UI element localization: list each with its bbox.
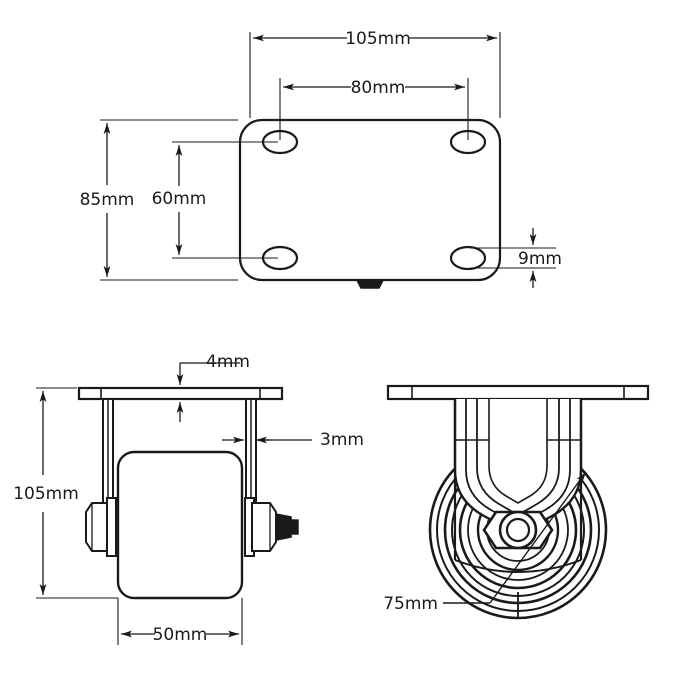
dimension-bolt-spacing-horizontal: 80mm	[279, 78, 469, 140]
yoke-lower-sweep	[454, 559, 582, 573]
bolt-slot-bottom-right	[449, 245, 487, 271]
dimension-label-wheel-width: 50mm	[153, 625, 208, 645]
axle-thread-tip	[288, 519, 299, 535]
axle-bolt-right	[244, 497, 299, 557]
top-plate-view: 105mm 80mm 85mm 60mm	[80, 29, 562, 289]
dimension-label-plate-length: 105mm	[345, 29, 411, 49]
wheel-body-side	[116, 450, 244, 600]
axle-bolt-left	[85, 497, 117, 557]
dimension-plate-width: 85mm	[80, 119, 238, 281]
axle-thread-stub	[275, 513, 292, 541]
dimension-label-wheel-diameter: 75mm	[383, 594, 438, 614]
wheel-highlight-side	[123, 451, 137, 457]
front-top-plate	[386, 384, 650, 401]
yoke-profile-4	[488, 399, 548, 504]
axle-bolt-right-hex	[251, 502, 277, 552]
dimension-wheel-diameter: 75mm	[383, 471, 587, 614]
dimension-slot-height: 9mm	[470, 228, 562, 288]
dimension-leg-thickness: 3mm	[222, 430, 364, 450]
dimension-label-leg-thickness: 3mm	[320, 430, 364, 450]
dimension-label-bolt-spacing-vertical: 60mm	[152, 189, 207, 209]
front-elevation-view: 75mm	[383, 384, 650, 620]
plate-center-tab	[355, 279, 385, 289]
dimension-label-plate-thickness: 4mm	[206, 352, 250, 372]
hub-nut-front	[482, 510, 554, 550]
dimension-plate-thickness: 4mm	[176, 352, 250, 422]
dimension-label-plate-width: 85mm	[80, 190, 135, 210]
dimension-wheel-width: 50mm	[117, 598, 243, 645]
dimension-label-bolt-spacing-horizontal: 80mm	[351, 78, 406, 98]
dimension-label-overall-height: 105mm	[13, 484, 79, 504]
hub-axle-bore	[505, 517, 531, 543]
side-top-plate	[77, 386, 284, 401]
side-elevation-view: 4mm 3mm 105mm 50mm	[13, 352, 364, 645]
dimension-label-slot-height: 9mm	[518, 249, 562, 269]
dimension-overall-height: 105mm	[13, 387, 118, 599]
leader-line-75-diagonal	[489, 471, 587, 604]
dimension-plate-length: 105mm	[249, 29, 501, 118]
dimension-bolt-spacing-vertical: 60mm	[152, 141, 278, 259]
axle-washer-left	[106, 497, 117, 557]
